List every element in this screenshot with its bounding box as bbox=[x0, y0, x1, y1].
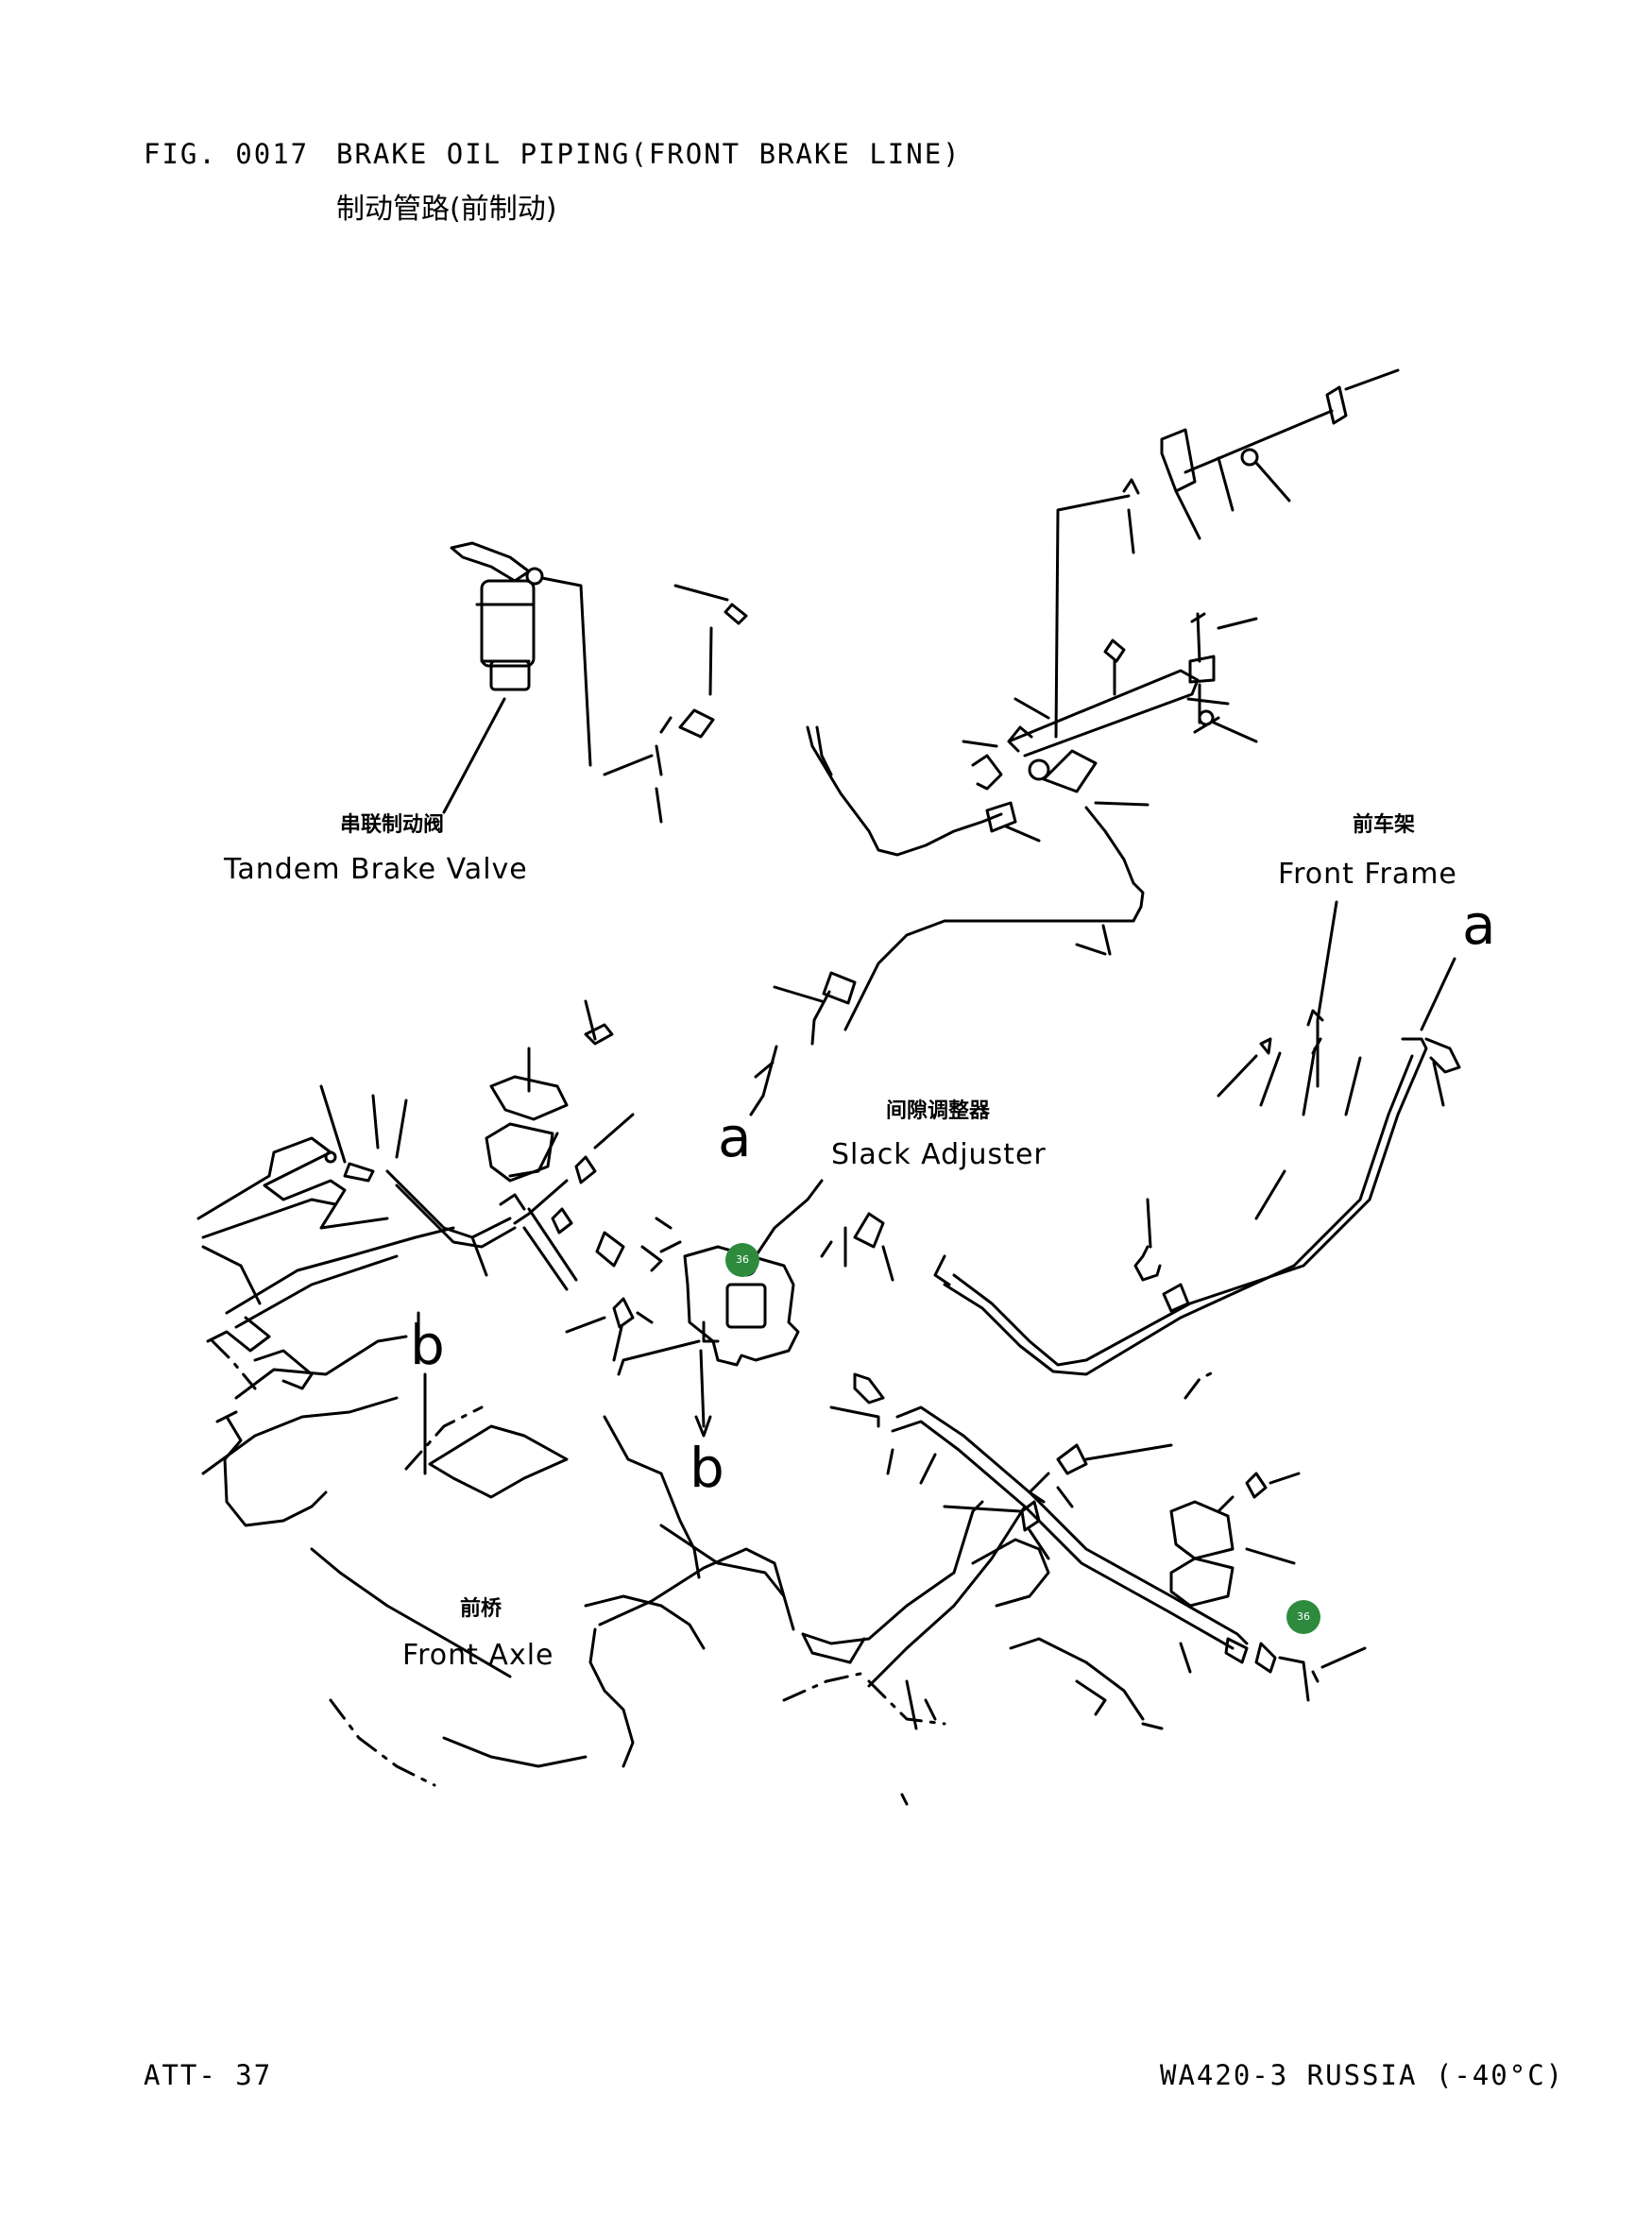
model-designation: WA420-3 RUSSIA (-40°C) bbox=[1160, 2059, 1565, 2091]
ref-letter-b-center: b bbox=[690, 1436, 724, 1500]
ref-letter-b-left: b bbox=[410, 1313, 445, 1377]
tandem-brake-valve-label: Tandem Brake Valve bbox=[224, 853, 528, 886]
ref-letter-a-upper: a bbox=[1462, 893, 1496, 957]
figure-title: BRAKE OIL PIPING(FRONT BRAKE LINE) bbox=[336, 138, 962, 170]
front-frame-label-cn: 前车架 bbox=[1353, 813, 1416, 837]
front-axle-outline bbox=[196, 1136, 1192, 1806]
brake-hose-a bbox=[773, 725, 1145, 1046]
ref-letter-a-lower: a bbox=[718, 1105, 752, 1169]
slack-adjuster-label: Slack Adjuster bbox=[831, 1138, 1047, 1171]
front-frame-label: Front Frame bbox=[1278, 858, 1457, 891]
figure-title-chinese: 制动管路(前制动) bbox=[336, 193, 557, 226]
front-axle-label: Front Axle bbox=[402, 1639, 554, 1672]
tandem-brake-valve-label-cn: 串联制动阀 bbox=[340, 813, 445, 837]
tandem-brake-valve-part bbox=[442, 541, 592, 814]
slack-adjuster-label-cn: 间隙调整器 bbox=[886, 1099, 991, 1123]
part-marker[interactable]: 36 bbox=[725, 1243, 759, 1277]
page-number: ATT- 37 bbox=[144, 2059, 273, 2091]
figure-number: FIG. 0017 bbox=[144, 138, 310, 170]
front-axle-label-cn: 前桥 bbox=[460, 1597, 502, 1621]
part-marker[interactable]: 36 bbox=[1286, 1600, 1320, 1634]
